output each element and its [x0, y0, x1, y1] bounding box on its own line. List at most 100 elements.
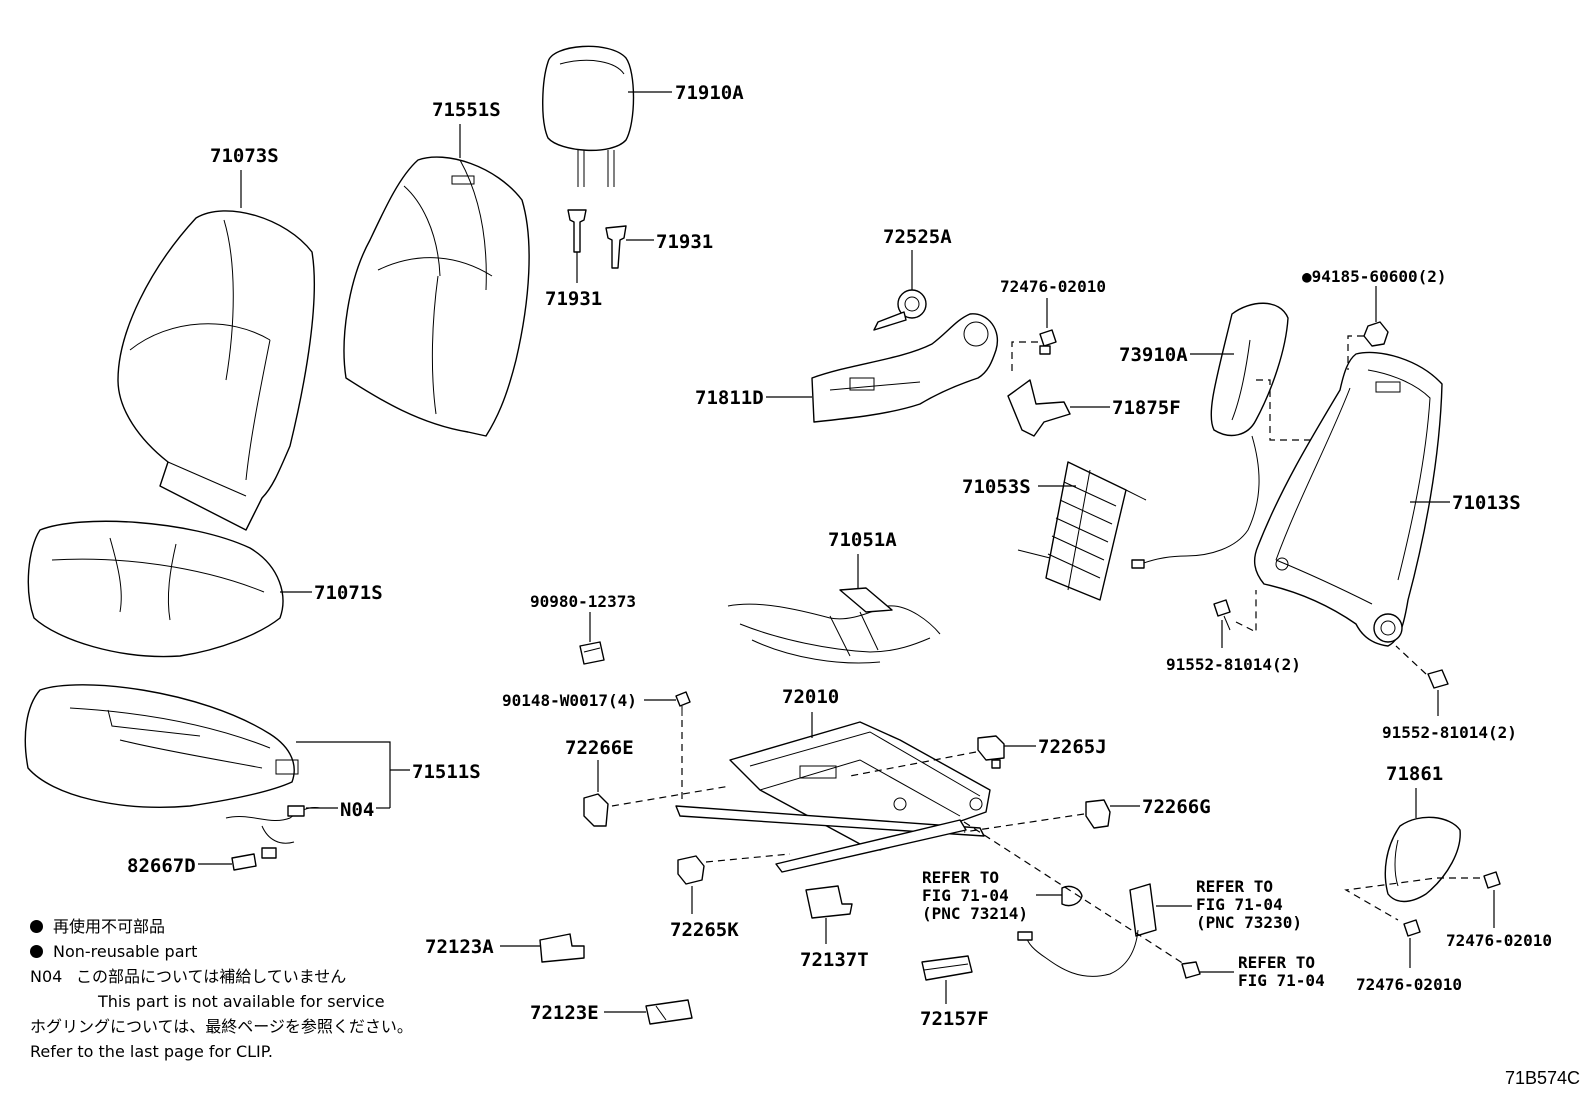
bullet-icon	[30, 945, 43, 958]
reference-pnc-73230: REFER TO FIG 71-04 (PNC 73230)	[1196, 877, 1302, 932]
callout-71053S: 71053S	[962, 476, 1031, 498]
reference-pnc-73214: REFER TO FIG 71-04 (PNC 73214)	[922, 868, 1028, 923]
dash-72265K	[705, 853, 791, 863]
callout-71071S: 71071S	[314, 582, 383, 604]
ref-73214-line3: (PNC 73214)	[922, 904, 1028, 923]
reference-fig-71-04: REFER TO FIG 71-04	[1238, 953, 1325, 990]
legend-n04-code: N04	[30, 967, 63, 986]
dash-91552-right	[1395, 645, 1427, 675]
screw-72476-right-drawing	[1483, 871, 1501, 889]
legend: 再使用不可部品 Non-reusable part N04 この部品については補給…	[30, 914, 490, 1064]
leader-71511S-top	[296, 741, 391, 808]
seat-cushion-cover-drawing	[24, 684, 299, 808]
callout-71861: 71861	[1386, 763, 1443, 785]
screw-72476-bottom-drawing	[1403, 919, 1421, 937]
callout-71551S: 71551S	[432, 99, 501, 121]
ref-fig-line2: FIG 71-04	[1238, 971, 1325, 990]
ref-73230-line1: REFER TO	[1196, 877, 1273, 896]
seatback-spring-drawing	[1017, 461, 1147, 601]
callout-71875F: 71875F	[1112, 397, 1181, 419]
ref-73230-line2: FIG 71-04	[1196, 895, 1283, 914]
legend-line5: ホグリングについては、最終ページを参照ください。	[30, 1017, 413, 1036]
seatback-pad-drawing	[117, 210, 316, 531]
ref-fig-line1: REFER TO	[1238, 953, 1315, 972]
callout-71910A: 71910A	[675, 82, 744, 104]
legend-line1: 再使用不可部品	[53, 917, 166, 936]
seatbelt-buckle-drawing	[1017, 883, 1201, 979]
callout-90980-12373: 90980-12373	[530, 592, 636, 611]
recliner-cover-drawing	[1384, 816, 1461, 903]
callout-72265K: 72265K	[670, 919, 739, 941]
seatback-frame-drawing	[1253, 351, 1443, 647]
callout-73910A: 73910A	[1119, 344, 1188, 366]
headrest-drawing	[542, 45, 635, 187]
legend-line3: この部品については補給していません	[76, 967, 347, 986]
callout-72266E: 72266E	[565, 737, 634, 759]
clip-72157F-drawing	[921, 955, 973, 981]
dash-94185	[1347, 335, 1364, 370]
legend-line2: Non-reusable part	[53, 942, 198, 961]
ref-73214-line1: REFER TO	[922, 868, 999, 887]
callout-71931-right: 71931	[656, 231, 713, 253]
legend-row-n04: N04 この部品については補給していません	[30, 964, 490, 989]
callout-72123A: 72123A	[425, 936, 494, 958]
cover-72266G-drawing	[1085, 799, 1111, 829]
callout-72123E: 72123E	[530, 1002, 599, 1024]
callout-72525A: 72525A	[883, 226, 952, 248]
cover-72266E-drawing	[583, 793, 609, 827]
dash-91552-left	[1235, 590, 1257, 633]
side-airbag-drawing	[1131, 302, 1289, 569]
screw-72476-top-drawing	[1039, 329, 1057, 355]
callout-72010: 72010	[782, 686, 839, 708]
callout-72137T: 72137T	[800, 949, 869, 971]
callout-71931-bottom: 71931	[545, 288, 602, 310]
legend-row-nonreusable-en: Non-reusable part	[30, 939, 490, 964]
dash-72266E	[611, 785, 731, 807]
dash-72476-top	[1011, 341, 1038, 372]
callout-90148-W0017: 90148-W0017(4)	[502, 691, 637, 710]
callout-72266G: 72266G	[1142, 796, 1211, 818]
callout-71073S: 71073S	[210, 145, 279, 167]
callout-N04: N04	[340, 799, 374, 821]
callout-72476-02010-right: 72476-02010	[1446, 931, 1552, 950]
bolt-91552-left-drawing	[1213, 599, 1231, 631]
bolt-90148-drawing	[675, 691, 691, 716]
seat-adjuster-drawing	[675, 721, 991, 873]
legend-line6: Refer to the last page for CLIP.	[30, 1042, 273, 1061]
clip-72123A-drawing	[539, 933, 585, 963]
bolt-91552-right-drawing	[1427, 669, 1449, 689]
nut-94185-drawing	[1363, 321, 1389, 347]
seatback-cover-drawing	[343, 156, 530, 437]
callout-71013S: 71013S	[1452, 492, 1521, 514]
side-shield-drawing	[811, 313, 999, 423]
callout-82667D: 82667D	[127, 855, 196, 877]
legend-line4: This part is not available for service	[98, 992, 385, 1011]
callout-71811D: 71811D	[695, 387, 764, 409]
clip-72137T-drawing	[805, 885, 853, 919]
bracket-71875F-drawing	[1007, 379, 1071, 437]
dash-71861	[1344, 877, 1480, 921]
callout-72157F: 72157F	[920, 1008, 989, 1030]
dash-buckle	[963, 821, 1185, 965]
connector-90980-drawing	[579, 641, 605, 665]
ref-73230-line3: (PNC 73230)	[1196, 913, 1302, 932]
callout-72265J: 72265J	[1038, 736, 1107, 758]
seat-cushion-pad-drawing	[27, 520, 284, 658]
callout-72476-02010-top: 72476-02010	[1000, 277, 1106, 296]
callout-94185-60600: ●94185-60600(2)	[1302, 267, 1447, 286]
cushion-spring-drawing	[727, 587, 941, 664]
figure-code: 71B574C	[1504, 1068, 1580, 1088]
headrest-guide-drawing	[567, 209, 627, 269]
cover-72265K-drawing	[677, 855, 705, 885]
bullet-icon	[30, 920, 43, 933]
callout-91552-81014-right: 91552-81014(2)	[1382, 723, 1517, 742]
dash-72266G	[963, 813, 1085, 833]
callout-71051A: 71051A	[828, 529, 897, 551]
clip-72123E-drawing	[645, 999, 693, 1025]
legend-row-nonreusable-jp: 再使用不可部品	[30, 914, 490, 939]
cover-72265J-drawing	[977, 735, 1005, 769]
callout-71511S: 71511S	[412, 761, 481, 783]
cushion-harness-drawing	[225, 805, 321, 871]
ref-73214-line2: FIG 71-04	[922, 886, 1009, 905]
